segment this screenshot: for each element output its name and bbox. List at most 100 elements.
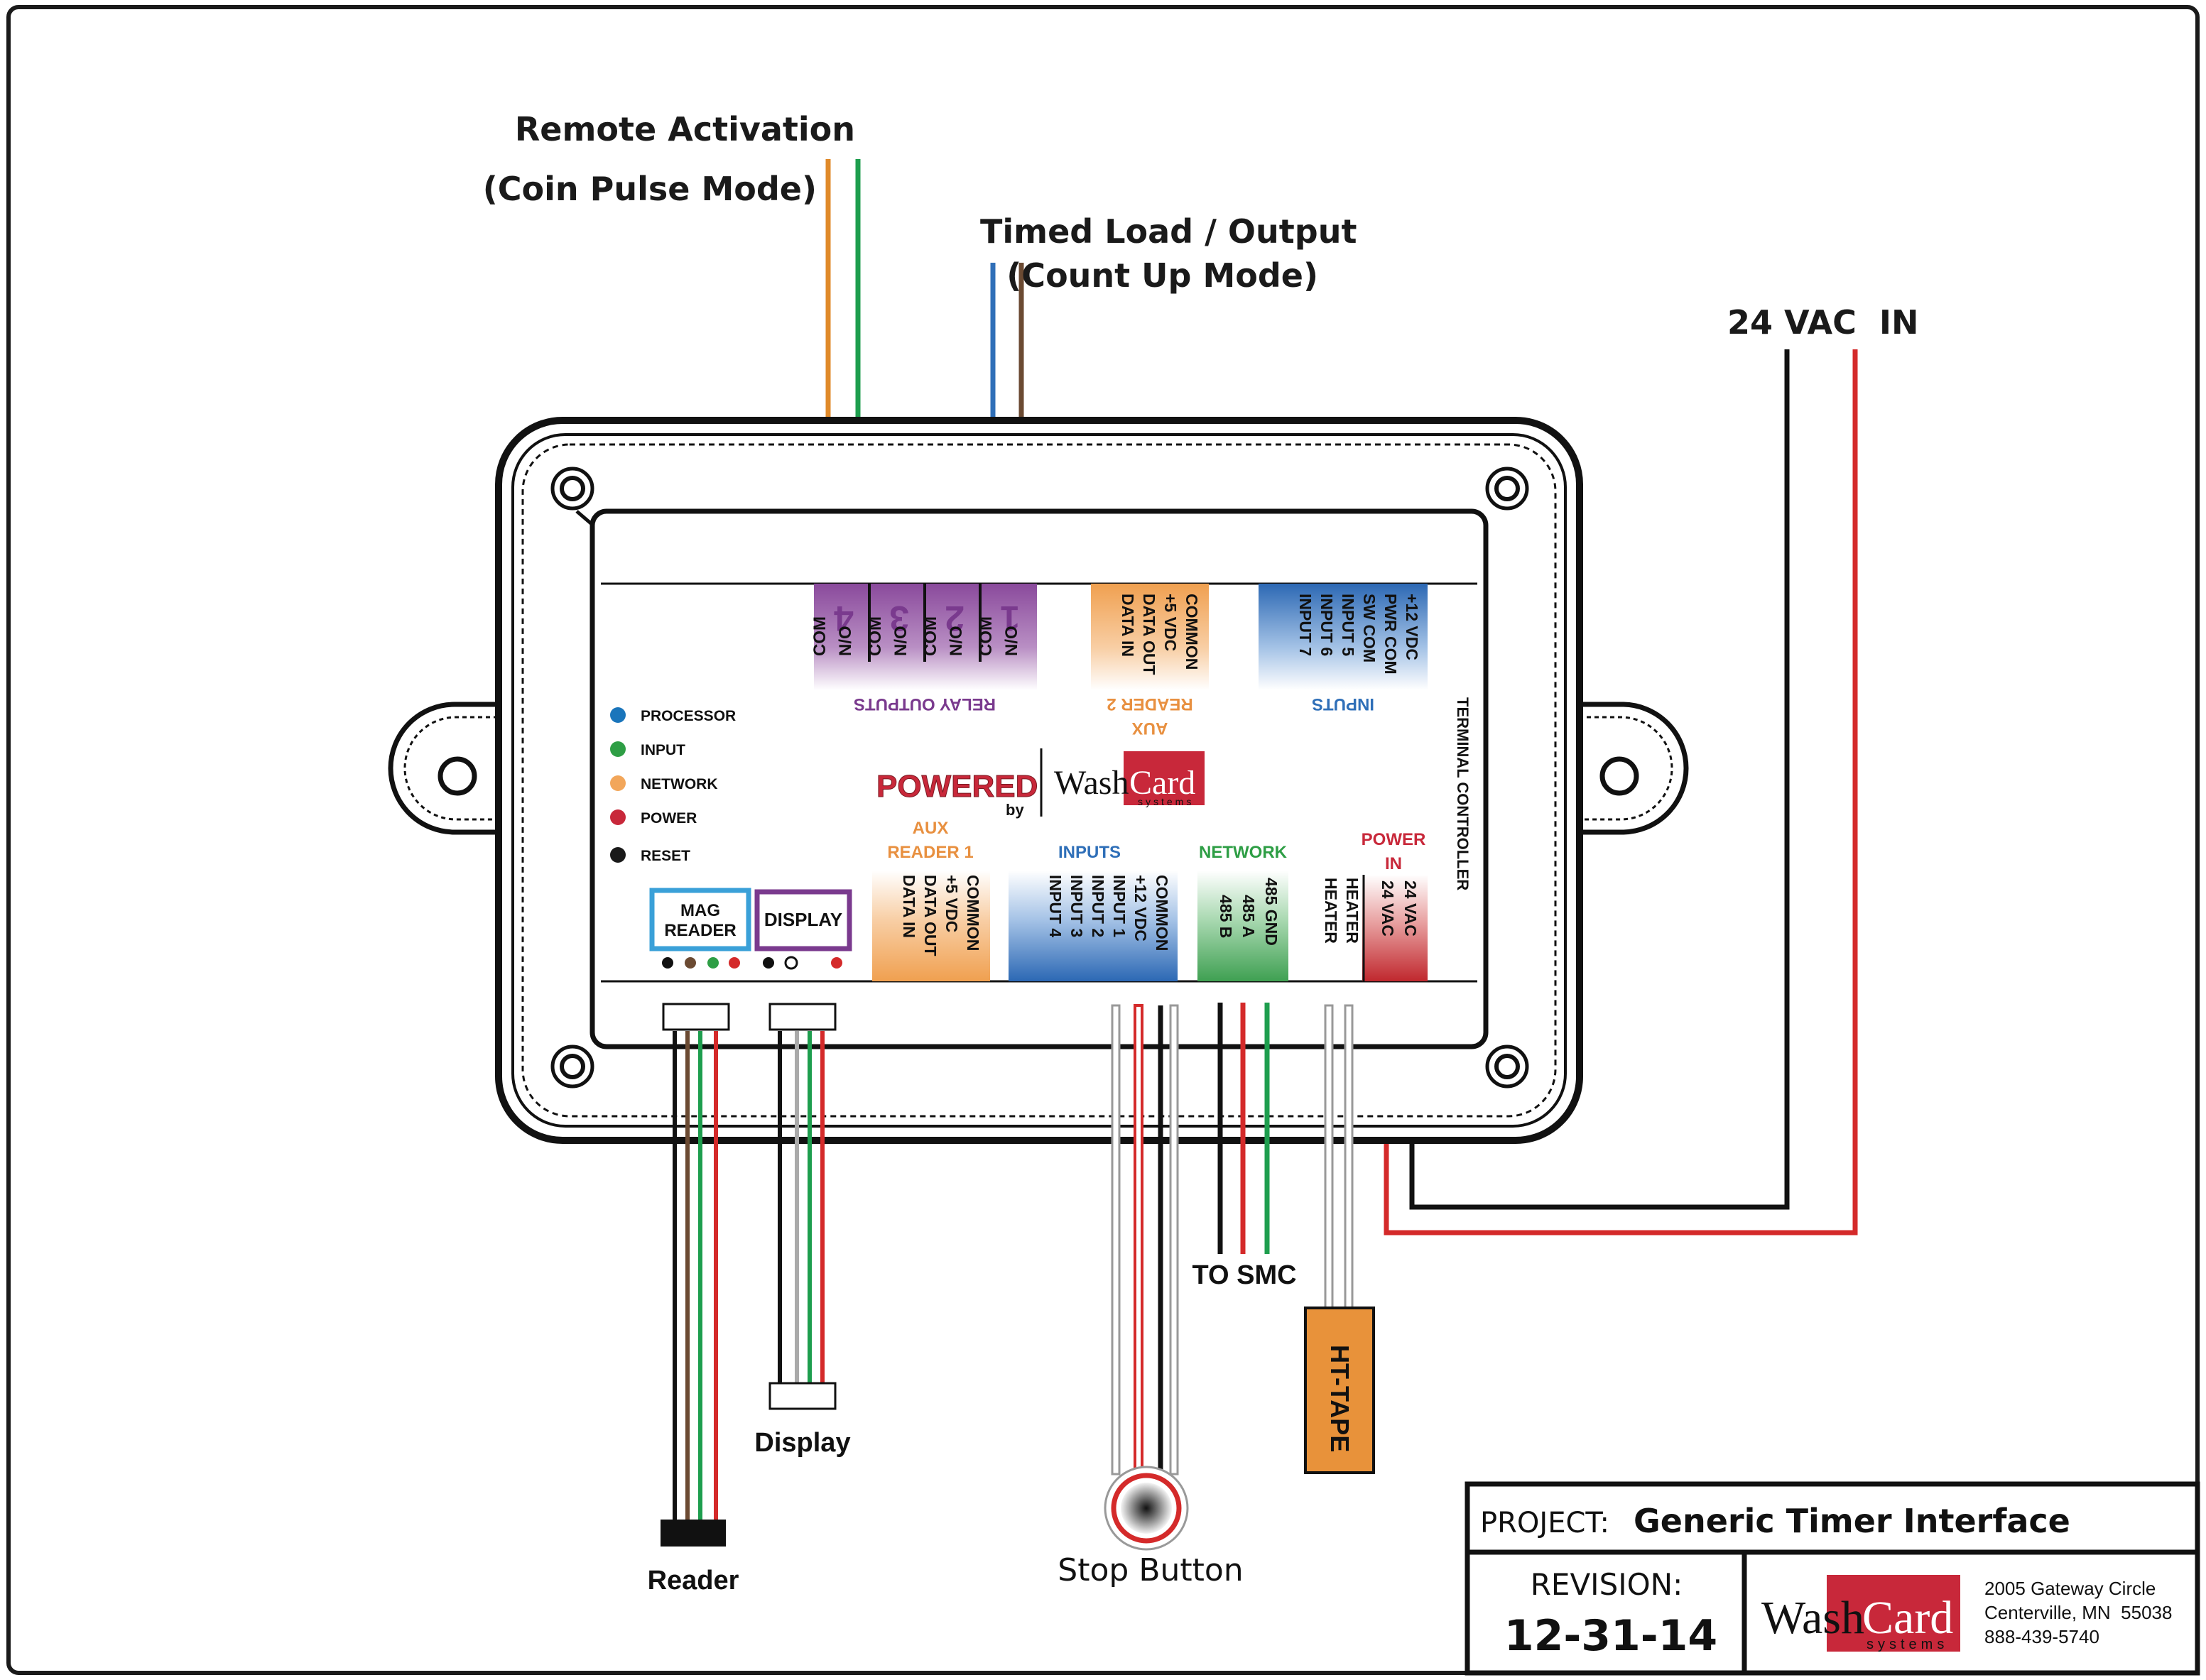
network-block: NETWORK 485 GND 485 A 485 B xyxy=(1197,843,1288,981)
count-up-mode-label: (Count Up Mode) xyxy=(1006,256,1318,295)
aux-reader-1-block: AUX READER 1 COMMON +5 VDC DATA OUT DATA… xyxy=(872,819,990,981)
vac-in-label: 24 VAC IN xyxy=(1727,303,1919,342)
relay-2-number: 2 xyxy=(945,599,965,638)
network-led-label: NETWORK xyxy=(641,776,718,792)
screw-bottom-left xyxy=(550,1044,594,1089)
inputs-bottom-pin-input3: INPUT 3 xyxy=(1067,875,1086,937)
display-plug xyxy=(768,1382,837,1410)
phone-number: 888-439-5740 xyxy=(1984,1626,2099,1647)
address-line-1: 2005 Gateway Circle xyxy=(1984,1578,2156,1599)
title-block: PROJECT: Generic Timer Interface REVISIO… xyxy=(1465,1481,2200,1676)
smc-wires xyxy=(1217,1003,1270,1254)
display-cable xyxy=(768,1003,837,1410)
inputs-bottom-pin-input1: INPUT 1 xyxy=(1110,875,1129,937)
mag-reader-label-2: READER xyxy=(664,921,736,940)
relay-3-number: 3 xyxy=(889,599,909,638)
to-smc-label: TO SMC xyxy=(1192,1260,1296,1290)
relay-4-number: 4 xyxy=(834,599,854,638)
relay-4-no: N/O xyxy=(836,626,855,656)
aux2-pin-data-in: DATA IN xyxy=(1119,594,1137,657)
status-leds: PROCESSOR INPUT NETWORK POWER RESET xyxy=(610,707,736,864)
screw-bottom-right xyxy=(1485,1044,1529,1089)
reader-cable xyxy=(661,1003,730,1547)
powered-text: POWERED xyxy=(876,769,1038,804)
input-led xyxy=(610,741,626,757)
washcard-card-text: Card xyxy=(1129,764,1195,802)
network-title: NETWORK xyxy=(1199,843,1288,862)
network-pin-485-a: 485 A xyxy=(1239,895,1258,938)
revision-value: 12-31-14 xyxy=(1504,1611,1717,1661)
relay-4-com: COM xyxy=(810,616,830,656)
power-in-pin-2: 24 VAC xyxy=(1379,880,1397,937)
inputs-bottom-pin-input2: INPUT 2 xyxy=(1089,875,1107,937)
display-connector-label: DISPLAY xyxy=(764,909,842,930)
heater-pin-2: HEATER xyxy=(1322,878,1340,944)
reset-button[interactable] xyxy=(610,847,626,863)
inputs-top-pin-12vdc: +12 VDC xyxy=(1403,594,1421,660)
reader-plug xyxy=(661,1520,726,1547)
by-text: by xyxy=(1006,801,1024,819)
reset-label: RESET xyxy=(641,848,690,864)
inputs-bottom-pin-common: COMMON xyxy=(1153,875,1171,951)
inputs-bottom-pin-input4: INPUT 4 xyxy=(1046,875,1065,937)
project-label: PROJECT: xyxy=(1480,1507,1609,1539)
relay-2-no: N/O xyxy=(947,626,966,656)
network-pin-485-gnd: 485 GND xyxy=(1262,878,1281,946)
aux1-pin-data-out: DATA OUT xyxy=(921,875,940,956)
relay-3-com: COM xyxy=(866,616,885,656)
aux-reader-2-block: COMMON +5 VDC DATA OUT DATA IN READER 2 … xyxy=(1091,584,1209,738)
aux1-pin-data-in: DATA IN xyxy=(900,875,918,938)
aux1-pin-5vdc: +5 VDC xyxy=(942,875,961,932)
enclosure xyxy=(388,417,1689,1144)
display-label: Display xyxy=(754,1428,850,1458)
stop-button-wires xyxy=(1111,1004,1179,1484)
ht-tape: HT-TAPE xyxy=(1304,1307,1375,1474)
heater-pin-1: HEATER xyxy=(1343,878,1362,944)
page-border xyxy=(6,5,2200,1675)
inputs-top-block: +12 VDC PWR COM SW COM INPUT 5 INPUT 6 I… xyxy=(1259,584,1428,714)
reader-label: Reader xyxy=(648,1566,739,1596)
inputs-bottom-block: INPUTS COMMON +12 VDC INPUT 1 INPUT 2 IN… xyxy=(1009,843,1178,981)
heater-block: HEATER HEATER xyxy=(1322,878,1362,944)
relay-outputs-block: 4 COM N/O 3 COM N/O 2 COM N/O 1 COM N/O … xyxy=(810,584,1037,714)
aux2-title-aux: AUX xyxy=(1132,719,1168,738)
power-in-title-in: IN xyxy=(1385,854,1402,873)
powered-by-logo: POWERED by Wash Card systems xyxy=(876,748,1205,819)
network-pin-485-b: 485 B xyxy=(1217,895,1235,938)
relay-1-com: COM xyxy=(977,616,996,656)
inputs-top-pin-pwr-com: PWR COM xyxy=(1381,594,1400,675)
inputs-top-pin-input7: INPUT 7 xyxy=(1296,594,1315,656)
aux2-pin-data-out: DATA OUT xyxy=(1140,594,1158,675)
power-led-label: POWER xyxy=(641,810,697,827)
coin-pulse-mode-label: (Coin Pulse Mode) xyxy=(483,170,817,208)
input-led-label: INPUT xyxy=(641,742,685,758)
power-in-block: POWER IN 24 VAC 24 VAC xyxy=(1362,830,1428,981)
inputs-top-title: INPUTS xyxy=(1312,694,1374,714)
power-led xyxy=(610,809,626,825)
ht-tape-label: HT-TAPE xyxy=(1325,1345,1354,1452)
stop-button[interactable] xyxy=(1104,1466,1189,1551)
power-in-title-power: POWER xyxy=(1362,830,1426,849)
timed-load-label: Timed Load / Output xyxy=(980,212,1357,251)
aux2-title-reader: READER 2 xyxy=(1107,694,1192,714)
network-led xyxy=(610,775,626,791)
aux1-title-aux: AUX xyxy=(913,819,949,838)
washcard-systems-text: systems xyxy=(1138,796,1194,807)
power-in-pin-1: 24 VAC xyxy=(1401,880,1420,937)
inputs-bottom-pin-12vdc: +12 VDC xyxy=(1131,875,1150,942)
processor-led xyxy=(610,707,626,723)
relay-outputs-title: RELAY OUTPUTS xyxy=(854,694,996,714)
terminal-controller-label: TERMINAL CONTROLLER xyxy=(1454,697,1472,890)
title-washcard-wash: Wash xyxy=(1761,1592,1864,1644)
display-connector: DISPLAY xyxy=(754,889,852,970)
relay-1-number: 1 xyxy=(1000,599,1020,638)
aux1-title-reader: READER 1 xyxy=(887,843,973,862)
relay-1-no: N/O xyxy=(1002,626,1021,656)
inputs-top-pin-input5: INPUT 5 xyxy=(1339,594,1357,656)
aux2-pin-common: COMMON xyxy=(1183,594,1201,670)
address-line-2: Centerville, MN 55038 xyxy=(1984,1602,2172,1623)
inputs-bottom-title: INPUTS xyxy=(1058,843,1121,862)
inputs-top-pin-sw-com: SW COM xyxy=(1360,594,1379,662)
revision-label: REVISION: xyxy=(1531,1567,1683,1602)
